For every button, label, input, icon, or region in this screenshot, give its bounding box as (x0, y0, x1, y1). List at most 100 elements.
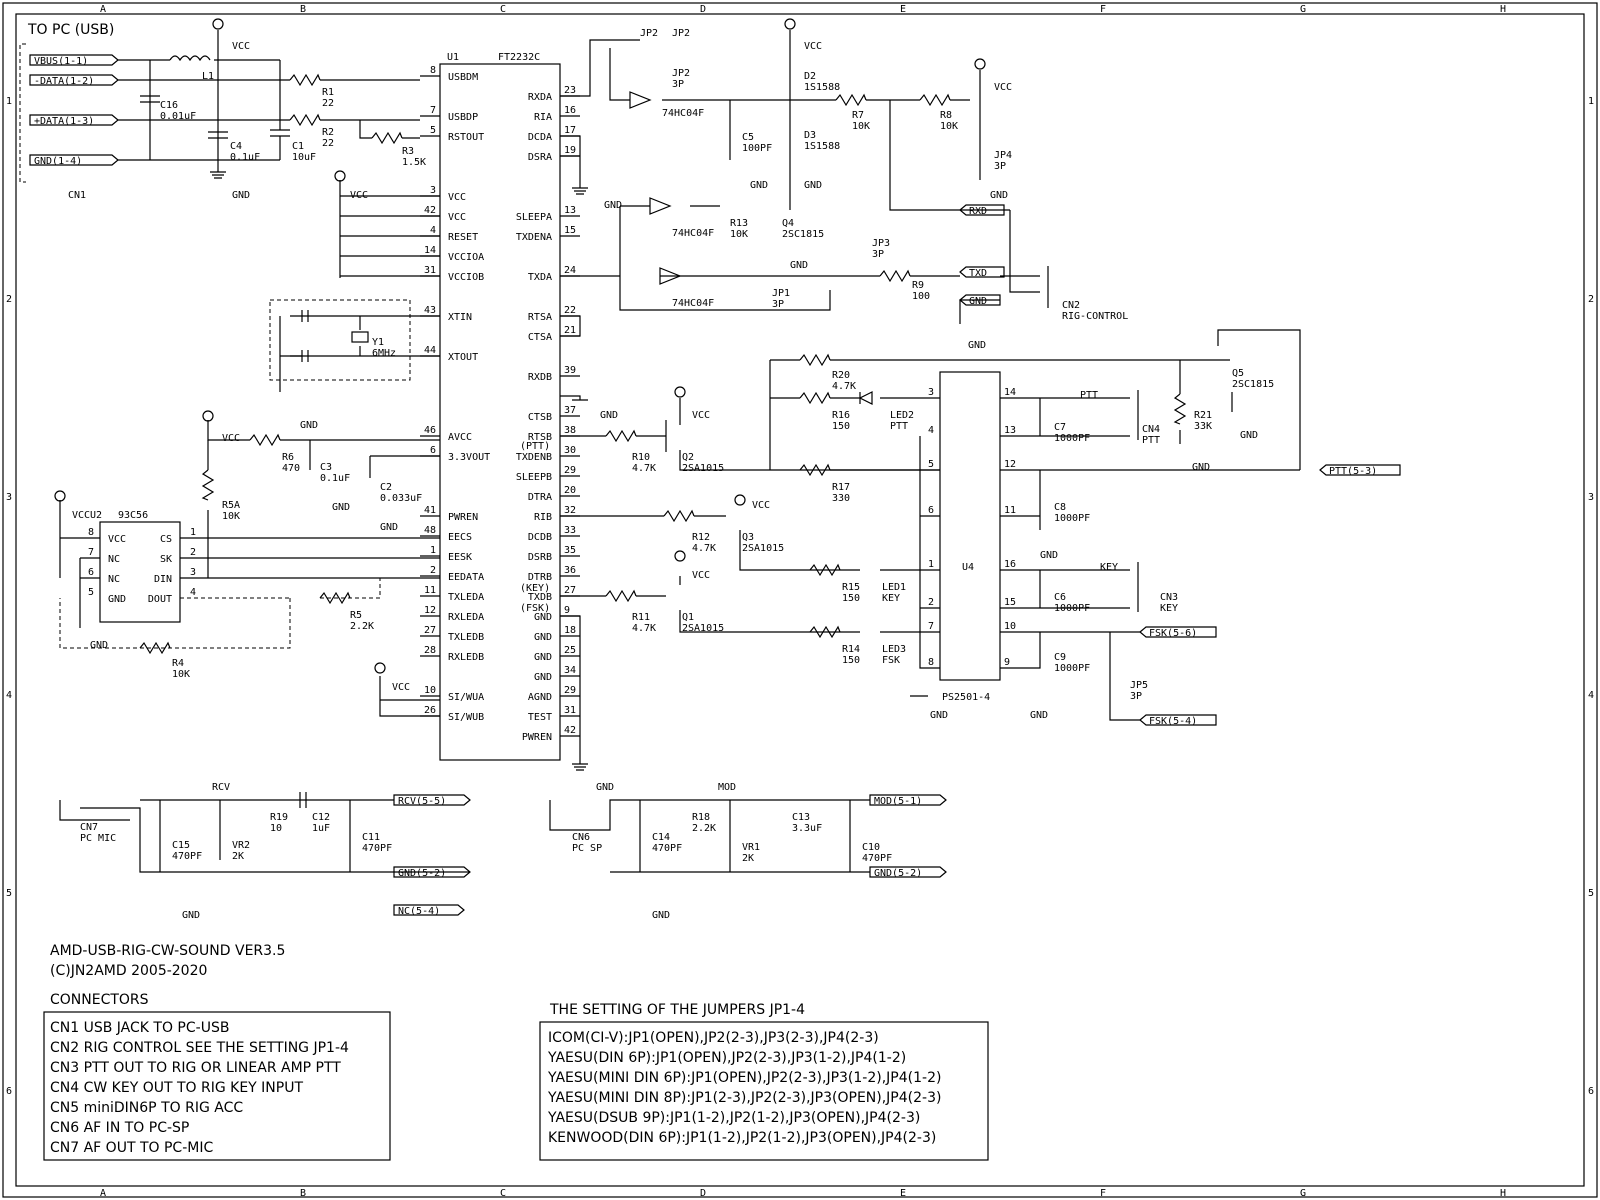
zone-col-bottom-A: A (100, 1188, 106, 1199)
zone-col-bottom-B: B (300, 1188, 306, 1199)
jumper-line: YAESU(MINI DIN 8P):JP1(2-3),JP2(2-3),JP3… (547, 1090, 941, 1106)
svg-text:10K: 10K (852, 121, 870, 132)
svg-text:GND: GND (968, 340, 986, 351)
u2-pin-name: NC (108, 554, 120, 565)
svg-text:C15: C15 (172, 840, 190, 851)
svg-text:1000PF: 1000PF (1054, 603, 1090, 614)
svg-text:PTT: PTT (890, 421, 908, 432)
svg-text:MOD: MOD (718, 782, 736, 793)
rcv-net-label: RCV(5-5) (398, 796, 446, 807)
svg-text:2SA1015: 2SA1015 (682, 623, 724, 634)
svg-text:R16: R16 (832, 410, 850, 421)
u4-pin-number: 8 (928, 657, 934, 668)
svg-text:GND: GND (604, 200, 622, 211)
svg-text:Y1: Y1 (372, 337, 384, 348)
svg-text:JP1: JP1 (772, 288, 790, 299)
svg-text:4.7K: 4.7K (632, 623, 656, 634)
gnd-net-label: GND(5-2) (874, 868, 922, 879)
svg-text:GND: GND (182, 910, 200, 921)
zone-row-right-3: 3 (1588, 492, 1594, 503)
jumper-line: ICOM(CI-V):JP1(OPEN),JP2(2-3),JP3(2-3),J… (548, 1030, 879, 1046)
u1-pin-name: TXDENB (516, 452, 552, 463)
svg-text:3.3uF: 3.3uF (792, 823, 822, 834)
u1-pin-name: TXLEDA (448, 592, 484, 603)
svg-text:22: 22 (322, 138, 334, 149)
rig-control-section: JP2 JP2 JP2 3P VCC 74HC04F C5 100PF D2 1… (560, 18, 1128, 351)
u2-pin-number: 1 (190, 527, 196, 538)
svg-text:2K: 2K (742, 853, 754, 864)
u1-pin-number: 27 (564, 585, 576, 596)
u1-pin-number: 31 (424, 265, 436, 276)
svg-text:KEY: KEY (1100, 562, 1118, 573)
u1-pin-number: 25 (564, 645, 576, 656)
svg-text:VCC: VCC (72, 510, 90, 521)
u1-pin-name: 3.3VOUT (448, 452, 490, 463)
svg-text:R5A: R5A (222, 500, 240, 511)
jumpers-heading: THE SETTING OF THE JUMPERS JP1-4 (549, 1002, 805, 1018)
u1-pin-name: GND (534, 632, 552, 643)
svg-text:R10: R10 (632, 452, 650, 463)
u1-pin-name: GND (534, 672, 552, 683)
svg-text:3P: 3P (772, 299, 784, 310)
schematic-title: AMD-USB-RIG-CW-SOUND VER3.5 (50, 943, 285, 959)
u1-pin-number: 23 (564, 85, 576, 96)
zone-col-D: D (700, 4, 706, 15)
mod-net-label: MOD(5-1) (874, 796, 922, 807)
svg-text:74HC04F: 74HC04F (662, 108, 704, 119)
svg-text:JP3: JP3 (872, 238, 890, 249)
u2-pin-number: 8 (88, 527, 94, 538)
u1-pin-number: 29 (564, 465, 576, 476)
usb-net-label: +DATA(1-3) (34, 116, 94, 127)
u1-pin-name: RSTOUT (448, 132, 484, 143)
crystal-y1: Y1 6MHz (269, 299, 440, 392)
usb-net-label: GND(1-4) (34, 156, 82, 167)
svg-text:1000PF: 1000PF (1054, 513, 1090, 524)
u1-pin-number: 5 (430, 125, 436, 136)
svg-text:3P: 3P (672, 79, 684, 90)
svg-text:2.2K: 2.2K (692, 823, 716, 834)
u1-pin-name: TEST (528, 712, 552, 723)
svg-text:L1: L1 (202, 71, 214, 82)
u1-pin-name: CTSA (528, 332, 552, 343)
svg-text:0.1uF: 0.1uF (230, 152, 260, 163)
svg-text:1uF: 1uF (312, 823, 330, 834)
svg-text:VCC: VCC (804, 41, 822, 52)
svg-text:GND: GND (1030, 710, 1048, 721)
output-drivers-section: VCC VCC VCC GND R10 4.7K Q2 2SA1015 R12 … (560, 329, 1401, 727)
svg-text:2SA1015: 2SA1015 (682, 463, 724, 474)
cn1-label: CN1 (68, 190, 86, 201)
u1-pin-number: 34 (564, 665, 576, 676)
svg-text:74HC04F: 74HC04F (672, 228, 714, 239)
zone-col-F: F (1100, 4, 1106, 15)
u1-pin-number: 28 (424, 645, 436, 656)
svg-text:Q5: Q5 (1232, 368, 1244, 379)
svg-text:VCC: VCC (222, 433, 240, 444)
svg-text:0.1uF: 0.1uF (320, 473, 350, 484)
svg-text:1.5K: 1.5K (402, 157, 426, 168)
svg-text:C16: C16 (160, 100, 178, 111)
u1-pin-number: 7 (430, 105, 436, 116)
svg-text:GND: GND (380, 522, 398, 533)
svg-text:R2: R2 (322, 127, 334, 138)
u1-pin-name: RXDA (528, 92, 552, 103)
u1-pin-number: 22 (564, 305, 576, 316)
u1-pin-name: VCC (448, 212, 466, 223)
u1-pin-number: 16 (564, 105, 576, 116)
u4-pin-number: 11 (1004, 505, 1016, 516)
u1-pin-number: 39 (564, 365, 576, 376)
connector-line: CN5 miniDIN6P TO RIG ACC (50, 1100, 243, 1116)
u4-pin-number: 12 (1004, 459, 1016, 470)
svg-text:2SC1815: 2SC1815 (782, 229, 824, 240)
u1-pin-number: 6 (430, 445, 436, 456)
svg-text:R19: R19 (270, 812, 288, 823)
svg-text:1S1588: 1S1588 (804, 141, 840, 152)
svg-text:C11: C11 (362, 832, 380, 843)
svg-text:100: 100 (912, 291, 930, 302)
u1-pin-number: 42 (424, 205, 436, 216)
svg-text:U2: U2 (90, 510, 102, 521)
svg-text:PS2501-4: PS2501-4 (942, 692, 990, 703)
svg-text:4.7K: 4.7K (692, 543, 716, 554)
svg-text:33K: 33K (1194, 421, 1212, 432)
u1-pin-number: 13 (564, 205, 576, 216)
